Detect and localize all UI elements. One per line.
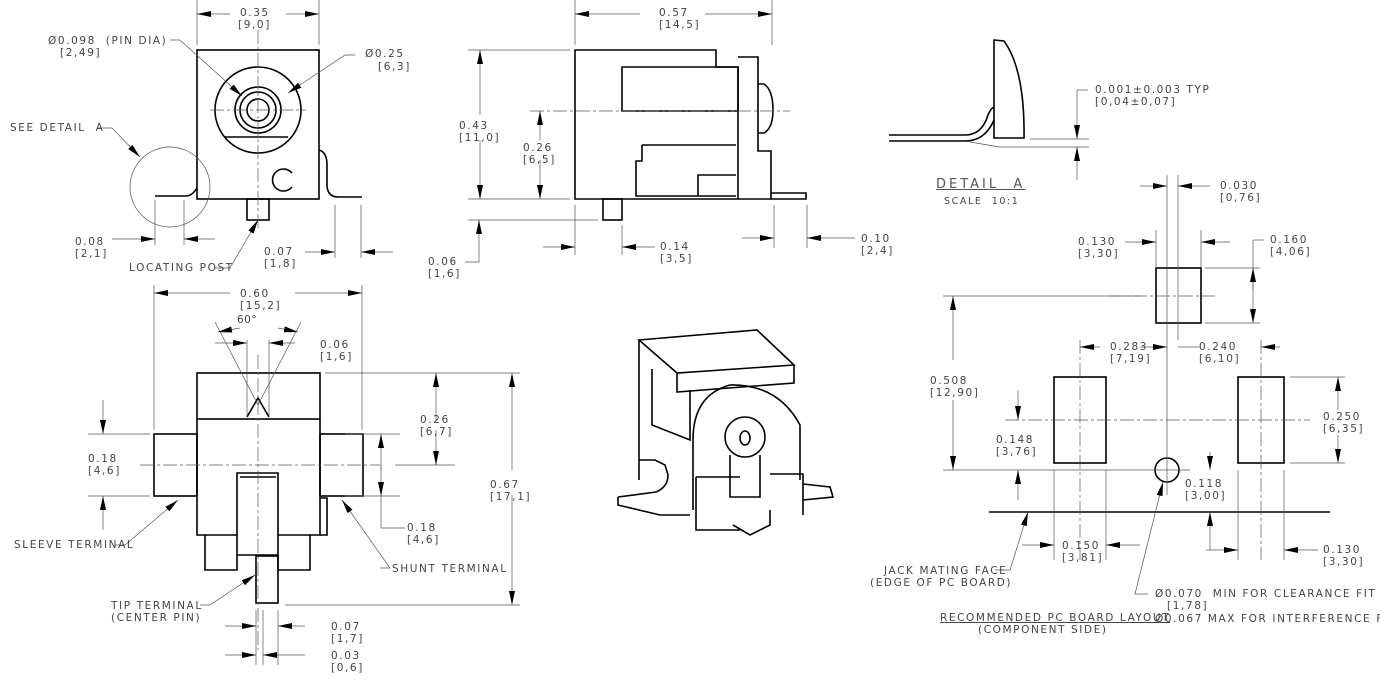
sleeve-terminal-label: SLEEVE TERMINAL: [14, 539, 135, 551]
side-length-mm: [14,5]: [659, 19, 701, 31]
front-view: [98, 0, 393, 269]
lead-width-mm: [2,1]: [75, 248, 108, 260]
left-offset-mm: [7,19]: [1110, 353, 1152, 365]
top-pad-height-label: 0.160: [1270, 234, 1309, 246]
left-terminal-label: 0.18: [88, 453, 118, 465]
right-pad-width-label: 0.130: [1323, 544, 1362, 556]
total-length-label: 0.67: [490, 479, 520, 491]
left-terminal-mm: [4,6]: [88, 465, 121, 477]
iso-top: [637, 329, 796, 374]
left-offset-label: 0.283: [1110, 341, 1149, 353]
pin-gap-label: 0.030: [1220, 180, 1259, 192]
hole-to-edge-mm: [3,00]: [1185, 490, 1227, 502]
lead-length-label: 0.10: [861, 233, 891, 245]
right-pad-width-mm: [3,30]: [1323, 556, 1365, 568]
pcb-layout-title: RECOMMENDED PC BOARD LAYOUT: [940, 612, 1171, 624]
left-pad-center-label: 0.148: [996, 434, 1035, 446]
locating-post-label: LOCATING POST: [129, 262, 234, 274]
side-locating-post: [602, 198, 623, 221]
iso-jack-hole: [724, 416, 766, 458]
right-terminal-mm: [4,6]: [407, 534, 440, 546]
angle-label: 60°: [237, 314, 258, 326]
detail-scale: SCALE 10:1: [944, 196, 1020, 207]
bottom-body: [196, 419, 321, 536]
center-height-mm: [6,5]: [523, 154, 556, 166]
side-height-mm: [11,0]: [459, 132, 501, 144]
center-height-label: 0.26: [523, 142, 553, 154]
side-height-label: 0.43: [459, 120, 489, 132]
top-pad-width-label: 0.130: [1078, 236, 1117, 248]
side-view: [465, 0, 855, 263]
post-depth-mm: [1,6]: [428, 268, 461, 280]
left-pad-width-label: 0.150: [1062, 540, 1101, 552]
hole-note-1: Ø0.070 MIN FOR CLEARANCE FIT: [1155, 588, 1377, 600]
detail-tolerance-mm: [0,04±0,07]: [1095, 96, 1177, 108]
mark-c: [271, 168, 293, 192]
pin-width-mm: [1,7]: [331, 633, 364, 645]
detail-a: [889, 39, 1089, 180]
center-offset-label: 0.26: [420, 414, 450, 426]
bottom-top-block: [196, 372, 321, 420]
center-pin-label: (CENTER PIN): [111, 612, 202, 624]
notch-mm: [1,6]: [320, 351, 353, 363]
right-lead-label: 0.07: [264, 246, 294, 258]
post-offset-mm: [3,5]: [660, 253, 693, 265]
iso-u-shape: [692, 384, 801, 510]
hole-note-1-mm: [1,78]: [1167, 600, 1209, 612]
bottom-width-label: 0.60: [240, 288, 270, 300]
side-body: [574, 49, 739, 200]
vertical-span-mm: [12,90]: [930, 387, 980, 399]
right-offset-label: 0.240: [1199, 341, 1238, 353]
lead-width-label: 0.08: [75, 236, 105, 248]
side-pad-height-mm: [6,35]: [1323, 423, 1365, 435]
left-pad-width-mm: [3,81]: [1062, 552, 1104, 564]
vertical-span-label: 0.508: [930, 375, 969, 387]
post-offset-label: 0.14: [660, 241, 690, 253]
pcb-top-pad: [1155, 267, 1202, 324]
shunt-terminal-label: SHUNT TERMINAL: [392, 563, 508, 575]
front-width-label: 0.35: [240, 7, 270, 19]
tip-terminal-label: TIP TERMINAL: [111, 600, 203, 612]
detail-tolerance-label: 0.001±0.003 TYP: [1095, 84, 1211, 96]
pin-dia-label: Ø0.098 (PIN DIA): [48, 35, 168, 47]
total-length-mm: [17,1]: [490, 491, 532, 503]
right-terminal-label: 0.18: [407, 522, 437, 534]
side-pad-height-label: 0.250: [1323, 411, 1362, 423]
mating-face-label: JACK MATING FACE: [884, 565, 1008, 577]
pin-offset-mm: [0,6]: [331, 662, 364, 674]
side-length-label: 0.57: [659, 7, 689, 19]
right-offset-mm: [6,10]: [1199, 353, 1241, 365]
top-pad-height-mm: [4,06]: [1270, 246, 1312, 258]
outer-dia-label: Ø0.25: [365, 48, 405, 60]
top-pad-width-mm: [3,30]: [1078, 248, 1120, 260]
right-lead-mm: [1,8]: [264, 258, 297, 270]
detail-body: [993, 39, 1025, 139]
detail-title: DETAIL A: [936, 177, 1026, 192]
notch-label: 0.06: [320, 339, 350, 351]
tip-terminal: [255, 555, 279, 604]
center-offset-mm: [6,7]: [420, 426, 453, 438]
pin-dia-mm: [2,49]: [60, 47, 102, 59]
outer-dia-mm: [6,3]: [378, 61, 411, 73]
detail-a-circle: [129, 146, 211, 228]
post-depth-label: 0.06: [428, 256, 458, 268]
pcb-layout-subtitle: (COMPONENT SIDE): [978, 624, 1108, 636]
left-lead: [155, 187, 198, 197]
hole-note-2: Ø0.067 MAX FOR INTERFERENCE FIT: [1155, 613, 1380, 625]
pin-gap-mm: [0,76]: [1220, 192, 1262, 204]
left-pad-center-mm: [3,76]: [996, 446, 1038, 458]
see-detail-label: SEE DETAIL A: [10, 122, 105, 134]
pin-width-label: 0.07: [331, 621, 361, 633]
right-lead: [318, 149, 362, 198]
isometric-view: [617, 329, 835, 536]
mating-face-sub: (EDGE OF PC BOARD): [870, 577, 1013, 589]
hole-to-edge-label: 0.118: [1185, 478, 1224, 490]
pcb-layout: [943, 175, 1345, 595]
front-width-mm: [9,0]: [238, 19, 271, 31]
bottom-width-mm: [15,2]: [240, 300, 282, 312]
lead-length-mm: [2,4]: [861, 245, 894, 257]
bottom-view: [88, 285, 520, 665]
pin-offset-label: 0.03: [331, 650, 361, 662]
